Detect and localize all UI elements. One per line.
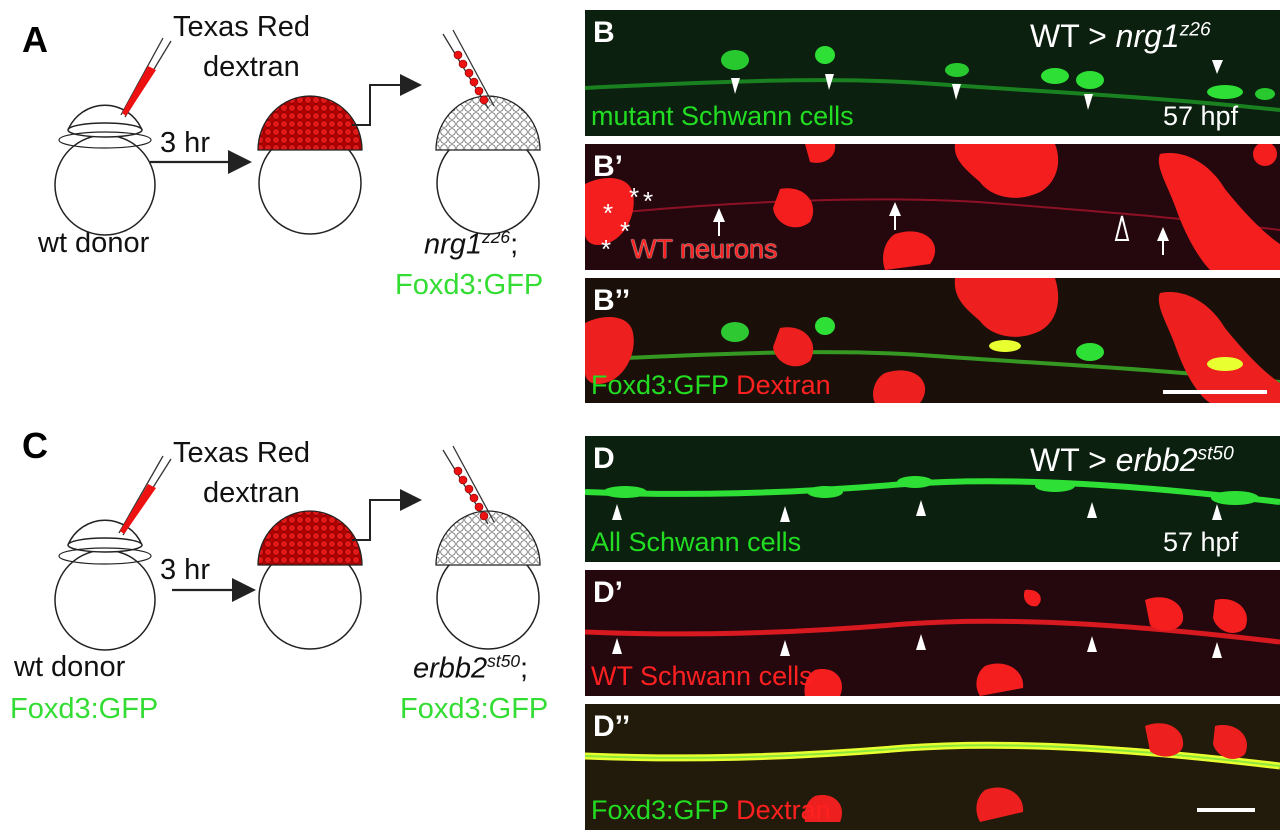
arrowhead-icon [731,60,1223,110]
asterisk-marker: * [603,198,614,228]
host-embryo-c [435,510,541,650]
panel-letter-b-prime: B’ [593,150,623,183]
asterisk-marker: * [620,216,631,246]
dye-label-line1: Texas Red [173,11,311,43]
transplant-schematic-c [54,445,541,651]
panel-letter-b: B [593,16,615,49]
caption-b: mutant Schwann cells [591,101,854,131]
dye-label-line1-c: Texas Red [173,437,311,469]
dextran-image-b [585,144,1280,270]
micrograph-b-prime: B’ * * * * * WT neurons [585,144,1280,270]
labeled-donor-embryo-c [257,510,363,650]
gfp-image-d [585,476,1280,522]
merge-image-b [585,278,1280,403]
scale-bar [1197,808,1255,812]
micrograph-b: B WT > nrg1z26 mutant Schwann cells 57 h… [585,10,1280,136]
labeled-donor-embryo [257,95,363,235]
host-reporter-label-c: Foxd3:GFP [400,693,549,725]
dextran-image-d [585,589,1280,696]
injection-needle-icon-c [118,455,172,536]
arrow-icon-c [172,578,256,602]
asterisk-marker: * [629,182,640,212]
transplant-needle-icon-c [442,445,495,525]
asterisk-marker: * [643,186,654,216]
micrograph-d: D WT > erbb2st50 All Schwann cells 57 hp… [585,436,1280,562]
caption-d-prime: WT Schwann cells [591,661,813,691]
arrowhead-icon [612,500,1222,522]
scale-bar [1163,390,1267,394]
dye-label-line2: dextran [203,51,300,83]
stage-label-d: 57 hpf [1163,527,1239,557]
asterisk-marker: * [601,234,612,264]
panel-letter-d: D [593,442,615,475]
dye-label-line2-c: dextran [203,477,300,509]
donor-reporter-label: Foxd3:GFP [10,693,159,725]
injection-needle-icon [120,37,172,118]
caption-b-prime: WT neurons [631,234,778,264]
micro-title-d: WT > erbb2st50 [1030,442,1234,478]
transplant-schematic-a [54,29,541,236]
merge-image-d [585,723,1280,822]
open-arrowhead-icon [1114,215,1130,241]
panel-letter-d-prime: D’ [593,576,623,609]
caption-d: All Schwann cells [591,527,802,557]
donor-embryo [54,104,156,236]
caption-b-double-prime: Foxd3:GFP Dextran [591,370,831,400]
arrowhead-icon [612,634,1222,658]
host-genotype-label: nrg1z26; [424,227,519,261]
panel-letter-d-double-prime: D’’ [593,710,631,743]
stage-label-b: 57 hpf [1163,101,1239,131]
panel-letter-b-double-prime: B’’ [593,284,631,317]
donor-embryo-c [54,519,156,651]
time-label-c: 3 hr [160,554,210,586]
host-genotype-label-c: erbb2st50; [413,651,529,685]
micrograph-d-double-prime: D’’ Foxd3:GFP Dextran [585,704,1280,830]
panel-letter-c: C [22,425,48,466]
micrograph-d-prime: D’ WT Schwann cells [585,570,1280,696]
transfer-arrow-icon-c [352,489,422,541]
transfer-arrow-icon [352,74,422,126]
micrograph-b-double-prime: B’’ Foxd3:GFP Dextran [585,278,1280,403]
panel-letter-a: A [22,19,48,60]
caption-d-double-prime: Foxd3:GFP Dextran [591,795,831,825]
host-embryo [435,95,541,235]
transplant-needle-icon [442,29,495,109]
host-reporter-label: Foxd3:GFP [395,269,544,301]
time-label: 3 hr [160,127,210,159]
donor-label-c: wt donor [14,651,126,683]
micro-title-b: WT > nrg1z26 [1030,18,1211,54]
arrow-icon [150,150,252,174]
arrow-icon [713,202,1169,255]
gfp-image-b [585,46,1280,112]
